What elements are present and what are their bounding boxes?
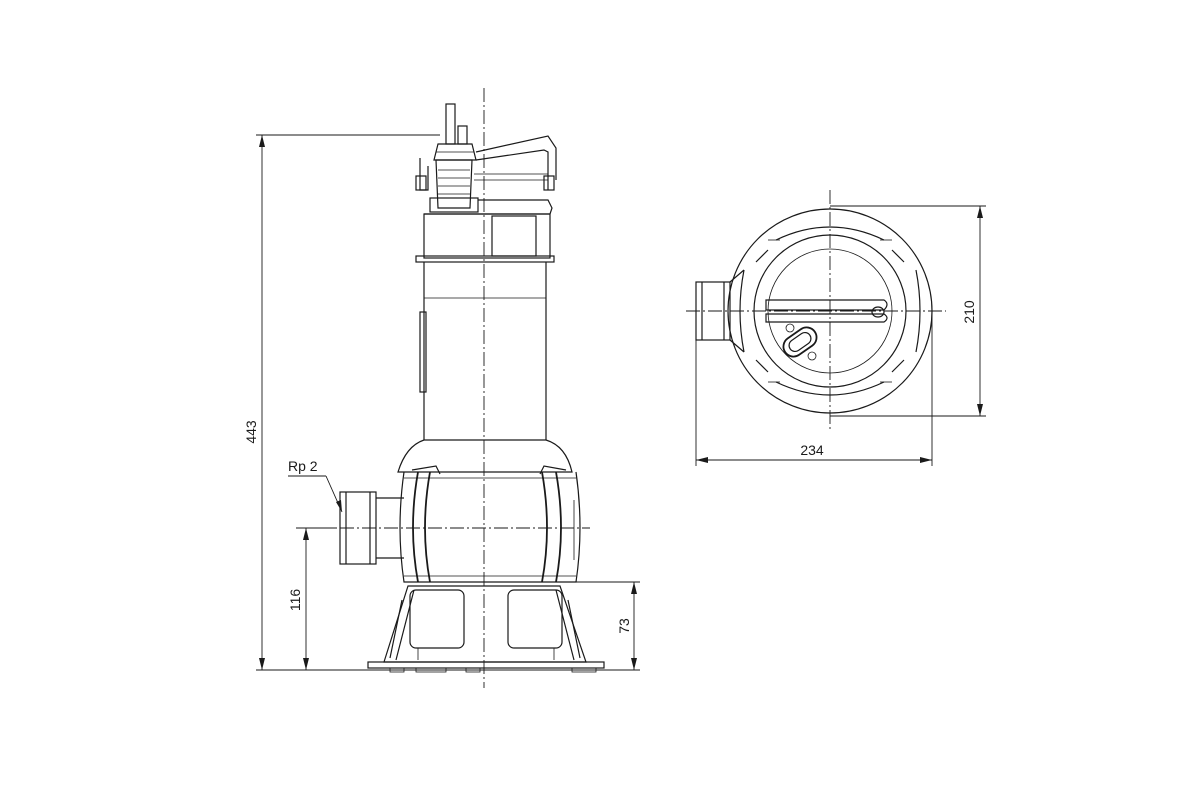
- foot-height-label: 73: [616, 618, 632, 634]
- pump-housing: [397, 439, 581, 583]
- outlet-thread-callout: Rp 2: [288, 458, 343, 513]
- top-view: [686, 190, 946, 432]
- dim-outlet-height: 116: [287, 527, 336, 670]
- cable-gland: [429, 103, 479, 213]
- motor-top-cap: [415, 213, 555, 263]
- rim-segments: [739, 226, 921, 396]
- dim-overall-height: 443: [243, 134, 440, 670]
- outlet-height-label: 116: [287, 589, 303, 612]
- inner-ring: [753, 234, 907, 388]
- top-handle: [765, 299, 888, 323]
- outlet-stub-top: [695, 269, 745, 353]
- outlet-thread-label: Rp 2: [288, 458, 318, 474]
- width-label: 234: [800, 442, 824, 458]
- cable-gland-top: [782, 323, 818, 361]
- dim-foot-height: 73: [570, 581, 640, 670]
- pump-stand: [367, 585, 605, 673]
- depth-label: 210: [961, 300, 977, 324]
- dim-width: 234: [695, 311, 933, 466]
- overall-height-label: 443: [243, 420, 259, 444]
- side-view: [256, 88, 640, 688]
- motor-housing: [419, 262, 547, 440]
- dim-depth: 210: [830, 205, 986, 417]
